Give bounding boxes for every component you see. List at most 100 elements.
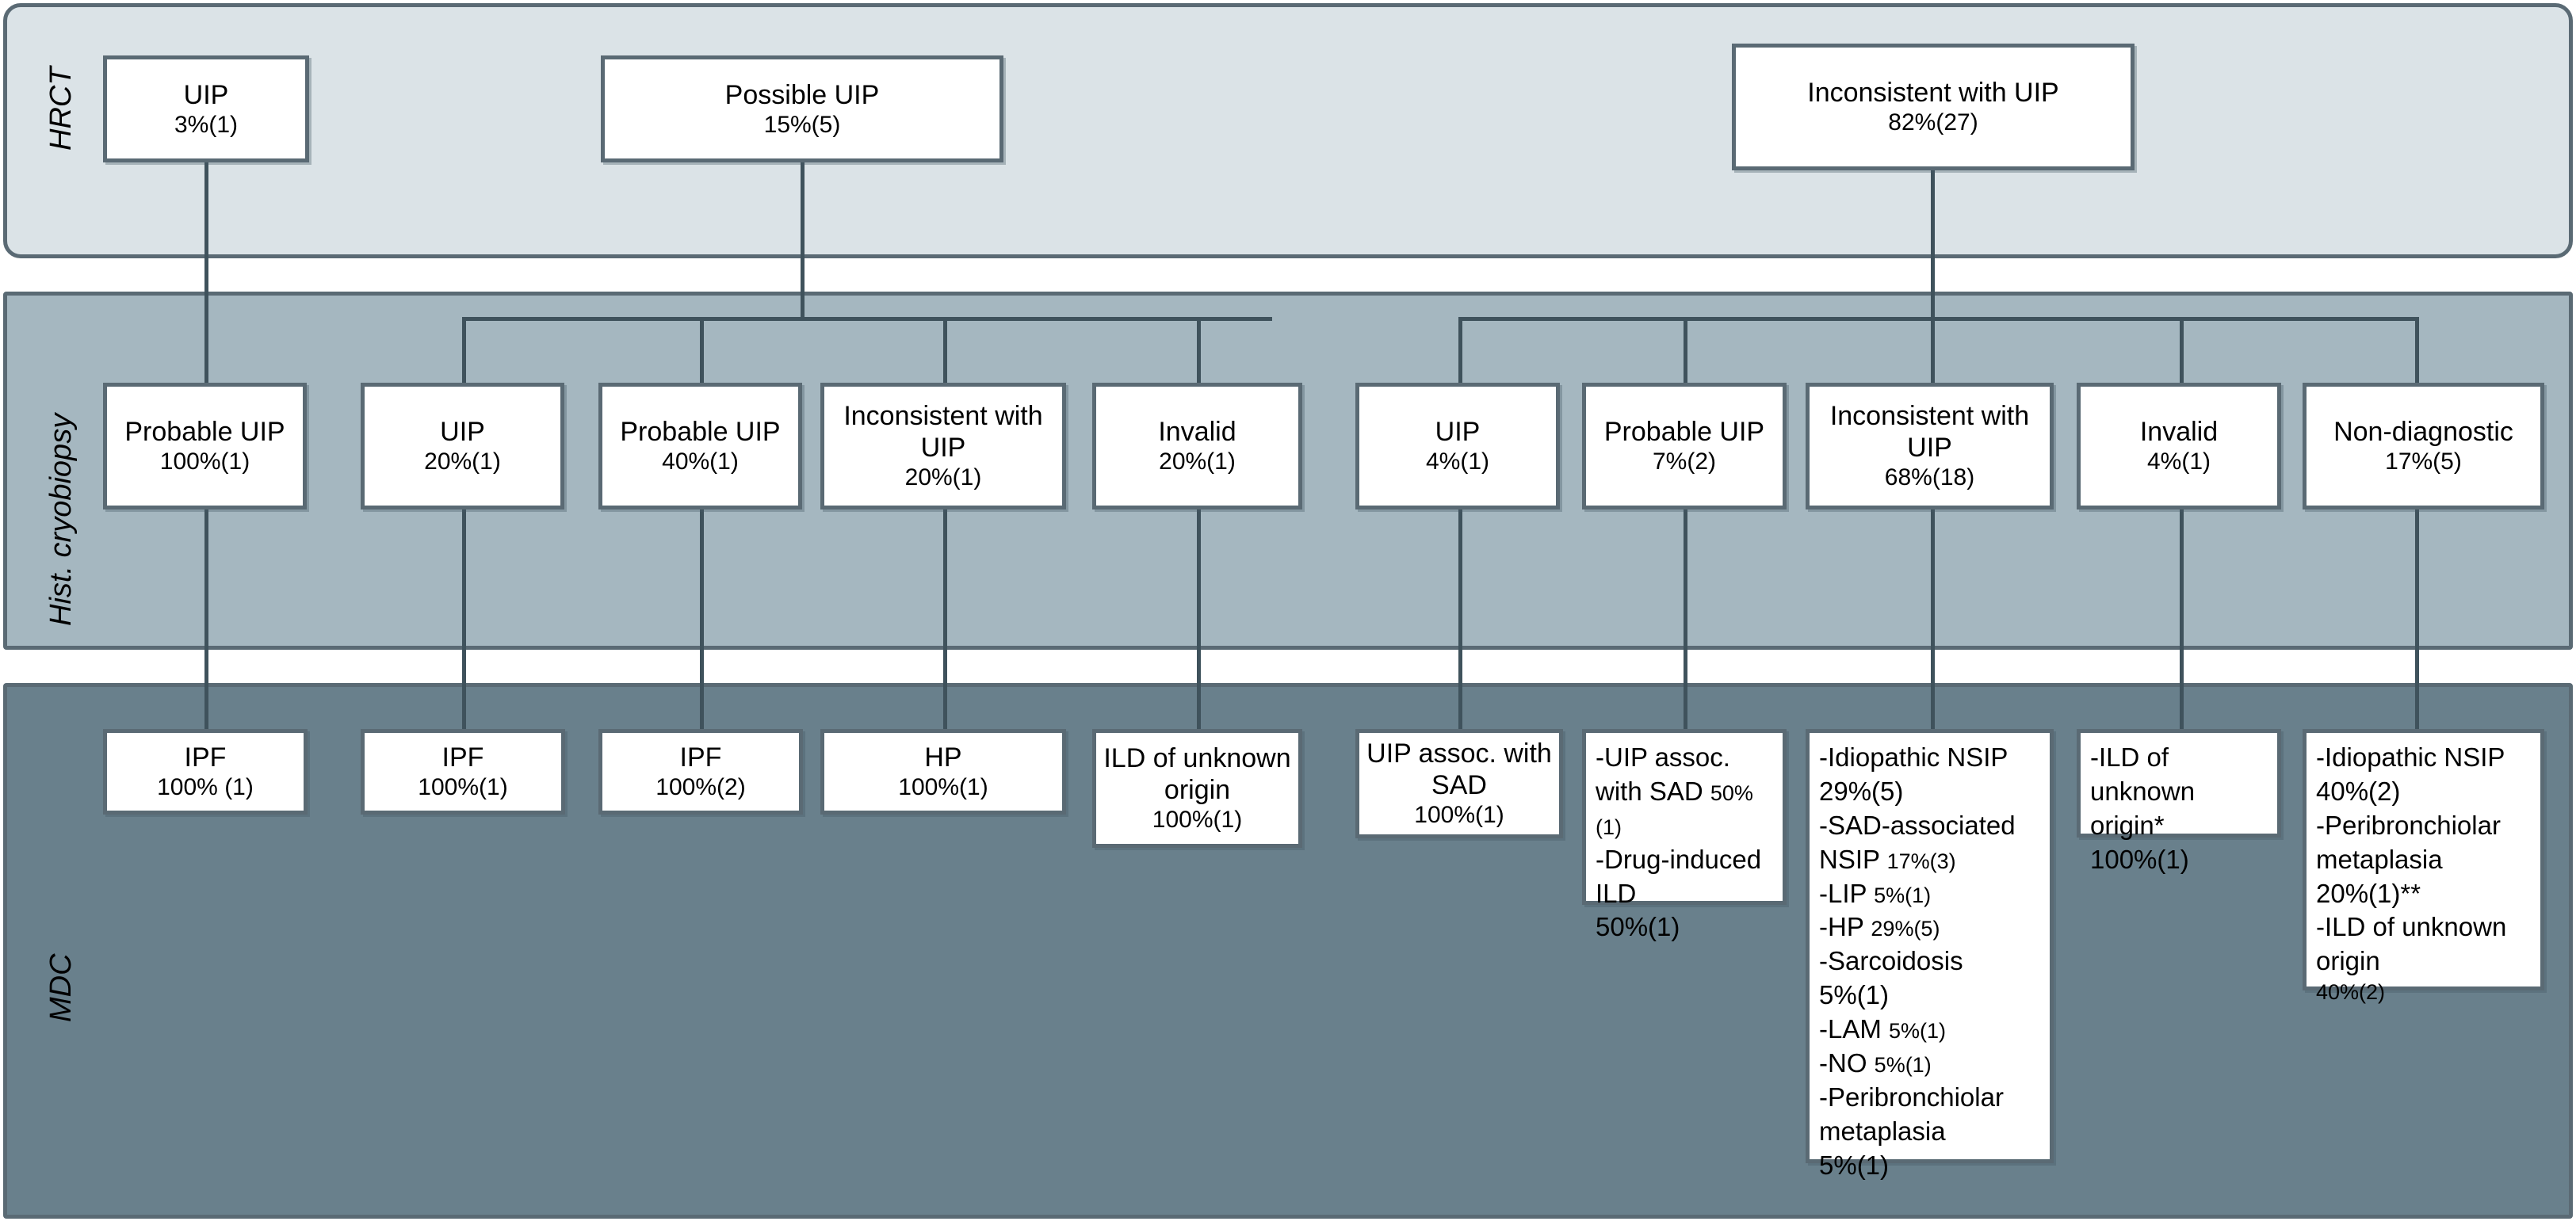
- hist-node-uip-2[interactable]: UIP 4%(1): [1355, 383, 1560, 509]
- connector-hist-probable3-to-sadlist: [1684, 507, 1687, 729]
- list-item: -LIP 5%(1): [1819, 877, 2042, 911]
- connector-probable-to-ipf1: [204, 507, 208, 729]
- mdc-node-ipf-1[interactable]: IPF 100% (1): [103, 729, 308, 815]
- node-value: 100%(1): [159, 448, 250, 475]
- hist-node-uip-1[interactable]: UIP 20%(1): [361, 383, 564, 509]
- band-hrct: [3, 3, 2573, 258]
- list-item: metaplasia: [1819, 1115, 2042, 1149]
- node-title: UIP: [440, 417, 485, 448]
- node-title: UIP: [183, 79, 229, 110]
- list-item-value: 5%(1): [1874, 883, 1932, 907]
- list-item-label: -LIP: [1819, 878, 1875, 908]
- list-item-value: 5%(1): [1889, 1019, 1947, 1044]
- list-item-label: -UIP assoc. with SAD: [1596, 742, 1730, 806]
- list-item: -LAM 5%(1): [1819, 1013, 2042, 1047]
- mdc-node-uip-sad-drug-list[interactable]: -UIP assoc. with SAD 50%(1) -Drug-induce…: [1582, 729, 1787, 941]
- list-item: -ILD of: [2090, 741, 2269, 775]
- node-value: 20%(1): [904, 464, 982, 491]
- connector-branch-hist-probable2: [700, 317, 704, 396]
- node-title: Probable UIP: [124, 417, 285, 448]
- connector-inconsistent-uip-bar: [1458, 317, 2417, 321]
- list-item-label: -Sarcoidosis: [1819, 946, 1963, 976]
- list-item: -Peribronchiolar: [2316, 809, 2532, 843]
- hrct-node-possible-uip[interactable]: Possible UIP 15%(5): [601, 55, 1003, 162]
- connector-hist-inconsistent1-to-hp: [943, 507, 947, 729]
- list-item-label: 50%(1): [1596, 912, 1680, 942]
- list-item-label: 5%(1): [1819, 980, 1890, 1010]
- mdc-node-ild-unknown-origin[interactable]: ILD of unknown origin 100%(1): [1092, 729, 1302, 848]
- list-item: 100%(1): [2090, 843, 2269, 877]
- node-value: 20%(1): [424, 448, 501, 475]
- mdc-node-ipf-2[interactable]: IPF 100%(1): [361, 729, 565, 815]
- list-item-label: -Drug-induced ILD: [1596, 844, 1762, 908]
- node-title: Invalid: [1158, 417, 1236, 448]
- hist-node-inconsistent-uip-1[interactable]: Inconsistent with UIP 20%(1): [820, 383, 1066, 509]
- band-label-hist: Hist. cryobiopsy: [44, 413, 78, 626]
- connector-branch-hist-nondiagnostic: [2415, 317, 2419, 396]
- list-item: -ILD of unknown: [2316, 910, 2532, 945]
- list-item-value: 17%(3): [1886, 849, 1956, 873]
- list-item: -NO 5%(1): [1819, 1047, 2042, 1081]
- node-title: Non-diagnostic: [2333, 417, 2513, 448]
- connector-branch-hist-probable3: [1684, 317, 1687, 396]
- list-item: 40%(2): [2316, 775, 2532, 809]
- connector-hist-probable2-to-ipf3: [700, 507, 704, 729]
- list-item: 40%(2): [2316, 979, 2532, 1006]
- connector-possible-uip-bar: [462, 317, 1272, 321]
- list-item: 20%(1)**: [2316, 877, 2532, 911]
- node-value: 4%(1): [1425, 448, 1490, 475]
- list-item-label: -SAD-associated: [1819, 810, 2016, 840]
- connector-hist-inconsistent2-to-nsiplist: [1931, 507, 1935, 729]
- node-title: ILD of unknown origin: [1103, 743, 1291, 806]
- list-item-label: -Idiopathic NSIP: [2316, 742, 2505, 772]
- hrct-node-inconsistent-uip[interactable]: Inconsistent with UIP 82%(27): [1732, 44, 2135, 170]
- node-title: UIP assoc. with SAD: [1366, 738, 1552, 801]
- mdc-node-uip-assoc-sad[interactable]: UIP assoc. with SAD 100%(1): [1355, 729, 1563, 838]
- connector-hist-nondiag-to-list: [2415, 507, 2419, 729]
- connector-hist-uip1-to-ipf2: [462, 507, 466, 729]
- list-item: 5%(1): [1819, 979, 2042, 1013]
- band-label-hrct: HRCT: [44, 67, 78, 151]
- list-item-label: -ILD of unknown: [2316, 912, 2507, 942]
- hist-node-probable-uip-3[interactable]: Probable UIP 7%(2): [1582, 383, 1787, 509]
- connector-possible-uip-stem: [801, 162, 805, 321]
- list-item-label: -NO: [1819, 1048, 1875, 1078]
- hist-node-invalid-1[interactable]: Invalid 20%(1): [1092, 383, 1302, 509]
- connector-branch-hist-inconsistent1: [943, 317, 947, 396]
- list-item-value: 5%(1): [1874, 1053, 1932, 1078]
- hist-node-probable-uip-1[interactable]: Probable UIP 100%(1): [103, 383, 307, 509]
- list-item-label: 40%(2): [2316, 980, 2386, 1005]
- list-item-label: 100%(1): [2090, 844, 2189, 874]
- hist-node-invalid-2[interactable]: Invalid 4%(1): [2077, 383, 2281, 509]
- hist-node-inconsistent-uip-2[interactable]: Inconsistent with UIP 68%(18): [1806, 383, 2054, 509]
- list-item: -Drug-induced ILD: [1596, 843, 1775, 911]
- node-title: Probable UIP: [620, 417, 781, 448]
- node-value: 100%(1): [1152, 807, 1243, 834]
- node-value: 4%(1): [2146, 448, 2211, 475]
- node-title: Inconsistent with UIP: [1829, 401, 2030, 464]
- node-value: 40%(1): [662, 448, 739, 475]
- connector-hist-invalid1-to-ild: [1197, 507, 1201, 729]
- list-item: -Idiopathic NSIP: [1819, 741, 2042, 775]
- list-item-label: -HP: [1819, 912, 1871, 942]
- connector-hist-invalid2-to-ildstar: [2180, 507, 2184, 729]
- list-item: -HP 29%(5): [1819, 910, 2042, 945]
- list-item-label: 40%(2): [2316, 776, 2401, 806]
- node-value: 100%(1): [1414, 802, 1504, 829]
- connector-branch-hist-invalid2: [2180, 317, 2184, 396]
- hist-node-non-diagnostic[interactable]: Non-diagnostic 17%(5): [2303, 383, 2544, 509]
- hist-node-probable-uip-2[interactable]: Probable UIP 40%(1): [598, 383, 802, 509]
- mdc-node-hp[interactable]: HP 100%(1): [820, 729, 1066, 815]
- mdc-node-ipf-3[interactable]: IPF 100%(2): [598, 729, 803, 815]
- node-value: 20%(1): [1159, 448, 1236, 475]
- hrct-node-uip[interactable]: UIP 3%(1): [103, 55, 309, 162]
- list-item: -Sarcoidosis: [1819, 945, 2042, 979]
- list-item: -Idiopathic NSIP: [2316, 741, 2532, 775]
- list-item-label: origin: [2316, 946, 2380, 976]
- connector-branch-hist-invalid1: [1197, 317, 1201, 396]
- connector-hist-uip2-to-uipsad: [1458, 507, 1462, 729]
- list-item: origin: [2316, 945, 2532, 979]
